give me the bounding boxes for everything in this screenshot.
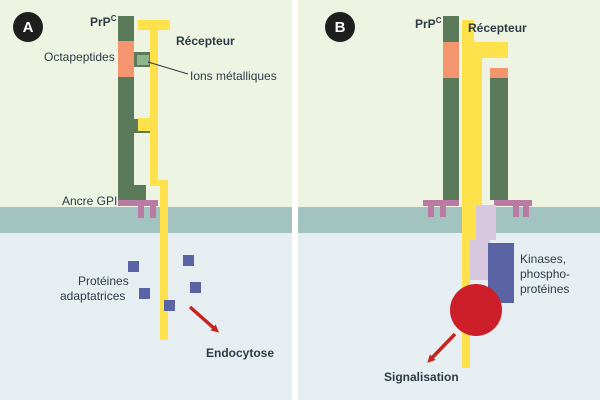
panel-a-prpc-arm-low xyxy=(134,185,146,200)
panel-a-adaptor-protein xyxy=(128,261,139,272)
panel-a-prpc-body xyxy=(118,77,134,200)
panel-a-prpc-label: PrPC xyxy=(90,14,117,29)
panel-b-prpc-top xyxy=(443,16,459,42)
panel-b-recepteur-label: Récepteur xyxy=(468,21,527,35)
panel-a-adaptor-protein xyxy=(183,255,194,266)
panel-b-signalisation-arrow xyxy=(427,332,457,363)
panel-a-adaptor-protein xyxy=(139,288,150,299)
panel-b: B PrPC Récepteur Kinases, phospho- proté… xyxy=(298,0,600,400)
panel-a-prpc-top xyxy=(118,16,134,41)
panel-a-ancre-label: Ancre GPI xyxy=(62,194,117,208)
panel-a-adaptor-protein xyxy=(164,300,175,311)
panel-b-badge: B xyxy=(335,19,346,36)
panel-b-gpi-anchor-leg xyxy=(523,206,529,217)
panel-a-proteines-label: Protéines xyxy=(78,274,129,288)
panel-b-phospho-label: phospho- xyxy=(520,267,570,281)
panel-b-prpc2-top xyxy=(490,68,508,78)
panel-a-receptor xyxy=(138,20,170,340)
panel-b-prpc-body xyxy=(443,78,459,200)
panel-b-cytoplasm xyxy=(298,233,600,400)
panel-a-receptor-tab xyxy=(138,118,150,131)
panel-a-badge: A xyxy=(23,19,34,36)
panel-a-cytoplasm xyxy=(0,233,292,400)
panel-a-ions-label: Ions métalliques xyxy=(190,69,277,83)
panel-b-gpi-anchor-bar xyxy=(494,200,532,206)
panel-b-prpc-label: PrPC xyxy=(415,16,442,31)
panel-a-gpi-anchor-leg xyxy=(138,206,144,218)
panel-b-gpi-anchor-leg xyxy=(428,206,434,217)
panel-a-endocytose-arrow xyxy=(188,305,219,333)
panel-b-signalisation-label: Signalisation xyxy=(384,370,459,384)
panel-b-gpi-anchor-leg xyxy=(513,206,519,217)
panel-b-proteines-label: protéines xyxy=(520,282,569,296)
panel-a-adaptatrices-label: adaptatrices xyxy=(60,289,125,303)
panel-a-octapeptides-label: Octapeptides xyxy=(44,50,115,64)
panel-b-gpi-anchor-bar xyxy=(423,200,459,206)
panel-a-badge-circle xyxy=(13,12,43,42)
panel-b-kinase-light-low xyxy=(470,240,490,280)
panel-b-gpi-anchor-leg xyxy=(440,206,446,217)
panel-a-gpi-anchor-leg xyxy=(150,206,156,218)
panel-b-prpc2-body xyxy=(490,78,508,200)
panel-b-octapeptides xyxy=(443,42,459,78)
panel-b-badge-circle xyxy=(325,12,355,42)
panel-a-gpi-anchor-bar xyxy=(118,200,158,206)
panel-divider xyxy=(292,0,298,400)
panel-b-membrane xyxy=(298,207,600,233)
panel-b-receptor xyxy=(462,20,508,368)
panel-b-signal-circle xyxy=(450,284,502,336)
panel-a-ions-leader xyxy=(147,61,189,75)
panel-a-membrane xyxy=(0,207,292,233)
panel-a-recepteur-label: Récepteur xyxy=(176,34,235,48)
panel-a-adaptor-protein xyxy=(190,282,201,293)
panel-b-kinases-label: Kinases, xyxy=(520,252,566,266)
panel-a-endocytose-label: Endocytose xyxy=(206,346,274,360)
panel-a-octapeptides xyxy=(118,41,134,77)
panel-b-kinase-light xyxy=(476,205,496,240)
panel-a: A PrPC Récepteur Octapeptides Ions métal… xyxy=(0,0,292,400)
panel-a-extracellular xyxy=(0,0,292,207)
panel-a-metal-ion xyxy=(137,55,149,65)
